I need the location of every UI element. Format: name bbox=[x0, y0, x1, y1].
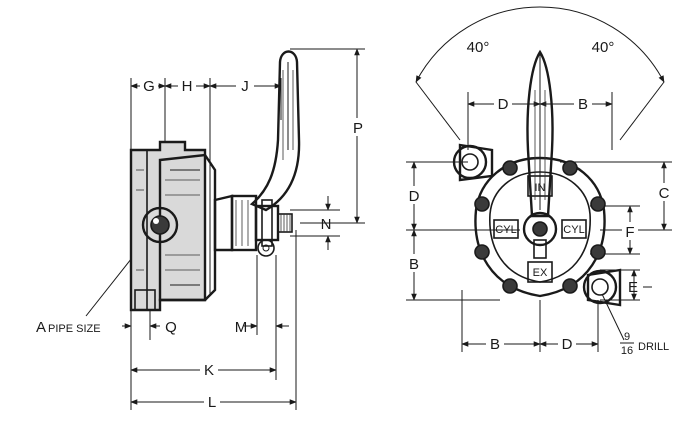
dimension-ghj: G H J bbox=[130, 76, 282, 95]
dim-label-n: N bbox=[321, 216, 332, 233]
dimension-f: F bbox=[622, 205, 638, 255]
dimension-p: P bbox=[350, 48, 366, 224]
dim-label-g: G bbox=[143, 78, 155, 95]
dimension-n: N bbox=[321, 196, 332, 250]
front-valve-body: IN EX CYL CYL bbox=[474, 49, 606, 298]
front-view: 40° 40° D B bbox=[406, 6, 672, 357]
dim-label-e: E bbox=[628, 279, 638, 296]
dim-label-b-bottom: B bbox=[490, 336, 500, 353]
dimension-m: M bbox=[235, 319, 289, 336]
dim-label-b-top: B bbox=[578, 96, 588, 113]
dimension-left-db: D B bbox=[406, 161, 422, 301]
dimension-l: L bbox=[130, 392, 297, 411]
port-label-cyl-right: CYL bbox=[563, 224, 584, 236]
port-label-cyl-left: CYL bbox=[495, 224, 516, 236]
side-view: G H J P N Q M bbox=[36, 48, 366, 411]
drill-fraction-numerator: 9 bbox=[624, 331, 630, 343]
dim-label-h: H bbox=[182, 78, 193, 95]
dim-label-q: Q bbox=[165, 319, 177, 336]
dimension-e: E bbox=[628, 269, 652, 301]
dim-label-b-left: B bbox=[409, 256, 419, 273]
dim-label-d-bottom: D bbox=[562, 336, 573, 353]
dim-label-d-left: D bbox=[409, 188, 420, 205]
side-valve-body bbox=[129, 50, 301, 312]
pipe-size-label: PIPE SIZE bbox=[48, 323, 101, 335]
angle-label-left: 40° bbox=[467, 39, 490, 56]
dim-label-k: K bbox=[204, 362, 214, 379]
body-bolts bbox=[474, 160, 606, 294]
pipe-size-letter: A bbox=[36, 319, 46, 336]
port-label-ex: EX bbox=[533, 267, 548, 279]
dim-label-f: F bbox=[625, 224, 634, 241]
angle-indicator: 40° 40° bbox=[415, 6, 665, 141]
dimension-bottom-bd: B D bbox=[461, 334, 599, 353]
dimension-top-db: D B bbox=[467, 94, 613, 113]
dim-label-d-top: D bbox=[498, 96, 509, 113]
dim-label-c: C bbox=[659, 185, 670, 202]
dim-label-p: P bbox=[353, 120, 363, 137]
drill-fraction-denominator: 16 bbox=[621, 345, 633, 357]
dim-label-m: M bbox=[235, 319, 248, 336]
dim-label-j: J bbox=[241, 78, 249, 95]
dim-label-l: L bbox=[208, 394, 216, 411]
dimension-c: C bbox=[600, 161, 672, 231]
dimension-q: Q bbox=[122, 319, 177, 336]
angle-label-right: 40° bbox=[592, 39, 615, 56]
drill-label: DRILL bbox=[638, 341, 669, 353]
drill-callout: 9 16 DRILL bbox=[601, 293, 669, 357]
dimension-k: K bbox=[130, 360, 277, 379]
